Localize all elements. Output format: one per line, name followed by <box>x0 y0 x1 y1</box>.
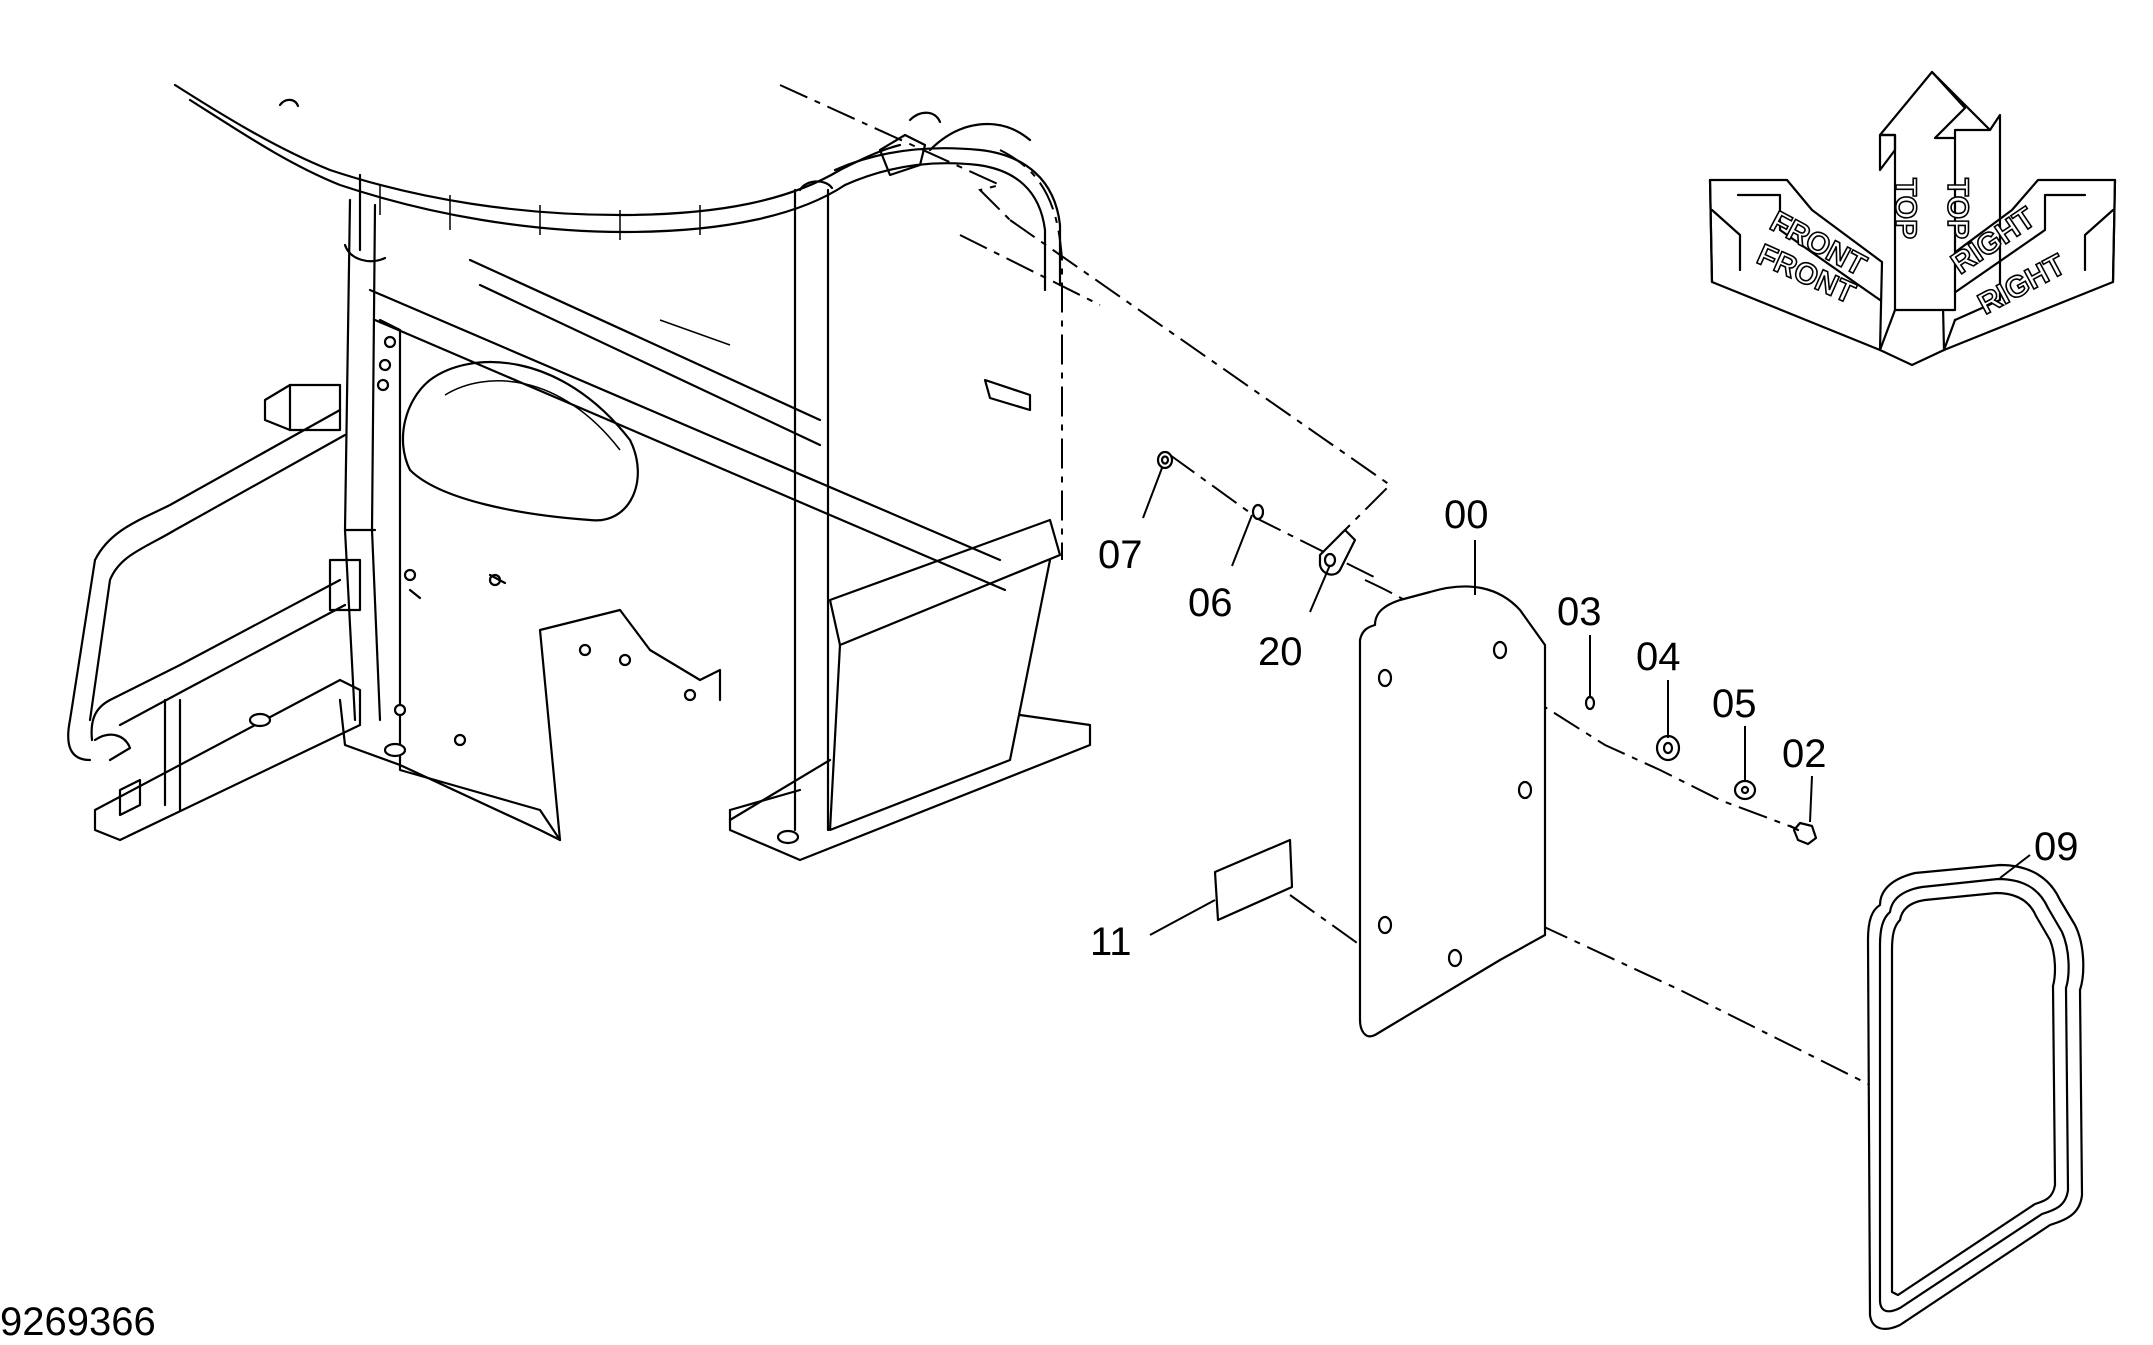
callout-03: 03 <box>1557 590 1602 634</box>
orientation-top-label: TOP <box>1941 178 1974 239</box>
part-02-bolt <box>1788 821 1818 846</box>
panel-bolt-group <box>376 335 697 747</box>
callout-11: 11 <box>1090 920 1132 964</box>
orientation-top-label-left: TOP <box>1889 178 1922 239</box>
part-03-washer <box>1584 695 1596 711</box>
callout-leaders <box>1142 467 2031 936</box>
callout-02: 02 <box>1782 732 1827 776</box>
part-06-washer <box>1251 503 1265 521</box>
callout-07: 07 <box>1098 533 1143 577</box>
callout-06: 06 <box>1188 581 1233 625</box>
part-04-spacer <box>1655 734 1681 762</box>
part-00-panel <box>1358 585 1547 1038</box>
callout-00: 00 <box>1444 493 1489 537</box>
cab-frame-assembly <box>67 83 1092 862</box>
part-05-washer <box>1733 779 1757 801</box>
orientation-indicator: FRONT FRONT TOP TOP RIGHT RIGHT <box>1708 70 2117 367</box>
callout-09: 09 <box>2034 825 2079 869</box>
part-11-label <box>1213 838 1294 922</box>
part-07-grommet <box>1156 450 1174 470</box>
part-09-seal-frame <box>1866 863 2085 1330</box>
callout-20: 20 <box>1258 630 1303 674</box>
document-number: 9269366 <box>0 1300 156 1344</box>
part-20-clip <box>1318 528 1357 576</box>
callout-04: 04 <box>1636 635 1681 679</box>
callout-05: 05 <box>1712 682 1757 726</box>
callout-labels: 07 06 20 00 03 04 05 02 09 11 <box>1090 493 2079 964</box>
